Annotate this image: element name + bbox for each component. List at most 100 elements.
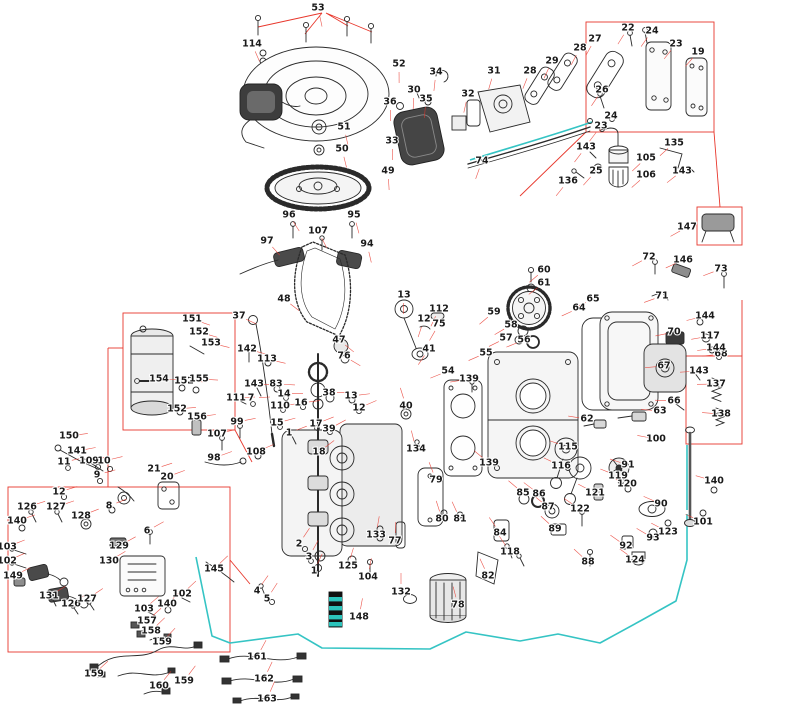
- part-label-143: 143: [689, 366, 709, 377]
- part-label-128: 128: [71, 511, 91, 522]
- leader-102: [187, 580, 197, 589]
- part-label-34: 34: [429, 67, 443, 78]
- leader-29: [543, 68, 549, 79]
- part-label-103: 103: [0, 542, 17, 553]
- crankcase-drawing: [205, 353, 403, 606]
- leader-17: [323, 416, 334, 422]
- leader-4: [261, 575, 269, 585]
- part-label-82: 82: [481, 571, 494, 582]
- leader-48: [290, 303, 300, 311]
- ignition-electrical-drawing: [9, 506, 191, 617]
- red-boundary-lines: [7, 12, 743, 653]
- flywheel-drawing: [264, 119, 372, 212]
- part-label-150: 150: [59, 431, 79, 442]
- part-label-13: 13: [344, 391, 357, 402]
- part-label-139: 139: [479, 458, 499, 469]
- part-label-68: 68: [714, 349, 728, 360]
- leader-143: [574, 153, 582, 163]
- leader-133: [377, 516, 380, 528]
- part-label-111: 111: [226, 393, 246, 404]
- part-label-143: 143: [672, 166, 692, 177]
- cylinder-block-drawing: [443, 351, 579, 479]
- part-label-126: 126: [61, 599, 81, 610]
- part-label-121: 121: [585, 488, 605, 499]
- leader-86: [523, 482, 533, 490]
- piston-conrod-drawing: [333, 299, 445, 364]
- leader-108: [263, 444, 274, 450]
- part-label-24: 24: [645, 26, 659, 37]
- part-label-62: 62: [580, 414, 593, 425]
- part-label-30: 30: [407, 85, 421, 96]
- part-label-137: 137: [706, 379, 726, 390]
- part-label-65: 65: [586, 294, 599, 305]
- leader-159: [188, 665, 196, 675]
- part-label-149: 149: [3, 571, 23, 582]
- part-label-75: 75: [432, 319, 445, 330]
- leader-130: [115, 551, 126, 558]
- part-label-140: 140: [704, 476, 724, 487]
- part-label-157: 157: [137, 616, 157, 627]
- part-label-70: 70: [667, 327, 681, 338]
- leader-5: [271, 582, 278, 593]
- part-label-104: 104: [358, 572, 378, 583]
- part-label-125: 125: [338, 561, 358, 572]
- part-label-52: 52: [392, 59, 405, 70]
- part-label-163: 163: [257, 694, 277, 705]
- part-label-29: 29: [545, 56, 558, 67]
- part-label-20: 20: [160, 472, 174, 483]
- part-label-64: 64: [572, 303, 586, 314]
- part-label-39: 39: [322, 424, 335, 435]
- part-label-38: 38: [322, 388, 336, 399]
- leader-60: [529, 274, 539, 283]
- part-label-53: 53: [311, 3, 324, 14]
- accent-lines: [195, 121, 688, 650]
- leader-142: [254, 350, 266, 355]
- part-label-160: 160: [149, 681, 169, 692]
- part-label-124: 124: [625, 555, 645, 566]
- part-label-117: 117: [700, 331, 720, 342]
- part-label-13: 13: [397, 290, 410, 301]
- part-label-60: 60: [537, 265, 551, 276]
- leader-70: [655, 333, 667, 337]
- leader-74: [475, 168, 480, 180]
- part-label-2: 2: [296, 539, 303, 550]
- part-label-15: 15: [270, 418, 283, 429]
- leader-152: [206, 333, 218, 338]
- part-label-47: 47: [332, 335, 345, 346]
- part-label-101: 101: [693, 517, 713, 528]
- part-label-142: 142: [237, 344, 257, 355]
- small-hardware-drawing: [237, 347, 412, 445]
- part-label-151: 151: [182, 314, 202, 325]
- leader-136: [555, 187, 564, 197]
- timing-belt-drawing: [239, 221, 363, 337]
- leader-68: [702, 354, 714, 357]
- leader-110: [287, 403, 299, 406]
- leader-103: [14, 539, 25, 545]
- part-label-110: 110: [270, 401, 290, 412]
- leader-159: [99, 660, 109, 669]
- leader-144: [686, 317, 698, 321]
- fuel-filter-drawing: [571, 127, 695, 188]
- part-label-91: 91: [621, 460, 634, 471]
- part-label-105: 105: [636, 153, 656, 164]
- leader-49: [388, 178, 390, 190]
- leader-101: [685, 514, 696, 520]
- part-label-87: 87: [541, 502, 554, 513]
- leader-28: [570, 54, 577, 65]
- part-label-22: 22: [621, 23, 634, 34]
- shift-linkage-drawing: [54, 423, 262, 510]
- part-label-96: 96: [282, 210, 296, 221]
- part-label-130: 130: [99, 556, 119, 567]
- bracket-147-drawing: [701, 213, 735, 289]
- part-label-67: 67: [657, 361, 670, 372]
- leader-139: [450, 379, 462, 383]
- part-label-162: 162: [254, 674, 274, 685]
- leader-92: [610, 534, 620, 542]
- part-label-18: 18: [312, 447, 326, 458]
- oil-strainer-drawing: [684, 426, 718, 527]
- part-label-14: 14: [277, 389, 291, 400]
- part-label-27: 27: [588, 34, 601, 45]
- leader-72: [632, 260, 643, 267]
- part-label-152: 152: [174, 376, 194, 387]
